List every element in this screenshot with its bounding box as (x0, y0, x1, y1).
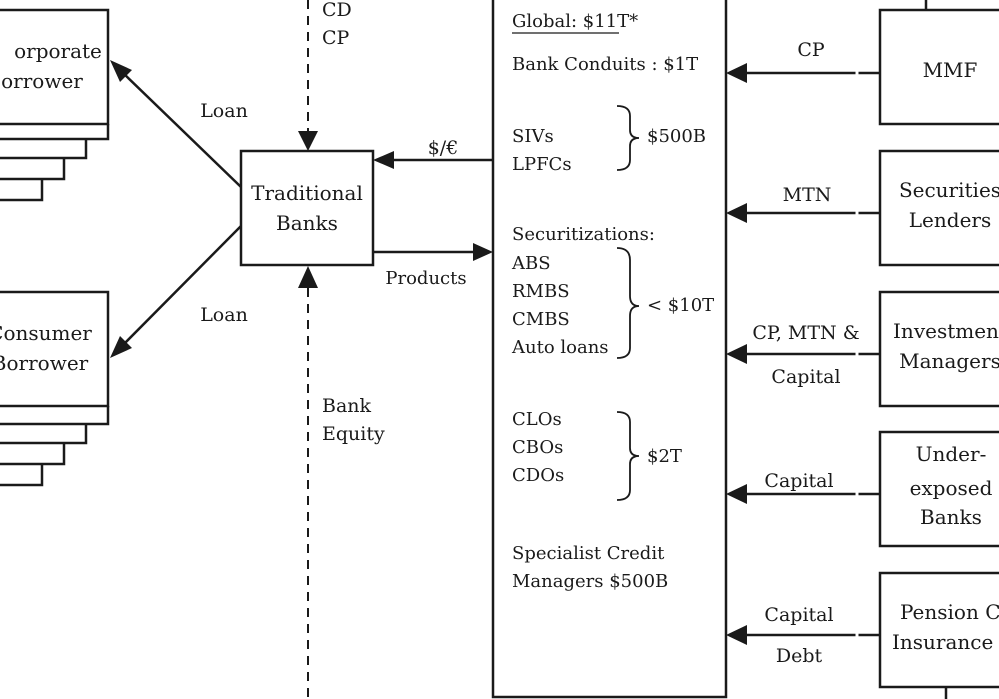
group2-item-1: ABS (511, 253, 551, 274)
investor-name-investment-managers-2: Managers (899, 349, 999, 373)
group1-item-1: SIVs (512, 126, 554, 147)
consumer-borrower-label-2: Borrower (0, 351, 89, 375)
investor-box-securities-lenders (878, 149, 999, 267)
specialist-label-2: Managers $500B (512, 571, 668, 592)
currency-arrowhead (373, 151, 394, 169)
corporate-borrower-box (0, 8, 110, 126)
investor-name-mmf: MMF (923, 58, 978, 82)
group3-item-3: CDOs (512, 465, 564, 486)
consumer-borrower-stack: Consumer Borrower (0, 290, 110, 487)
group2-item-4: Auto loans (511, 337, 609, 358)
loan-arrows: Loan Loan (110, 60, 248, 358)
traditional-banks-node: Traditional Banks (239, 149, 375, 267)
specialist-label-1: Specialist Credit (512, 543, 665, 564)
group3-item-2: CBOs (512, 437, 563, 458)
investor-box-pension-insurance (878, 571, 999, 689)
bank-equity-arrowhead (298, 266, 318, 288)
investor-name-securities-lenders-1: Securities (899, 178, 999, 202)
corporate-borrower-label-1: orporate (14, 39, 102, 63)
group2-brace (616, 247, 640, 359)
traditional-banks-label-1: Traditional (251, 181, 363, 205)
flow-arrowhead-securities-lenders (726, 203, 747, 223)
investor-pension-insurance: Pension Co Insurance C Capital Debt (726, 571, 999, 699)
investor-mmf: MMF CP (726, 0, 999, 126)
flow-label-pension-2: Debt (776, 645, 823, 667)
group3-total: $2T (647, 446, 682, 467)
flow-label-investment-managers-1: CP, MTN & (752, 322, 859, 344)
flow-label-underexposed-banks: Capital (764, 470, 833, 492)
investor-box-investment-managers (878, 290, 999, 408)
corporate-borrower-stack: orporate orrower (0, 8, 110, 202)
traditional-banks-box (239, 149, 375, 267)
flow-label-pension-1: Capital (764, 604, 833, 626)
securitizations-heading: Securitizations: (512, 224, 655, 245)
flow-arrowhead-pension-insurance (726, 625, 747, 645)
global-total: Global: $11T* (512, 11, 638, 32)
flow-arrowhead-mmf (726, 63, 747, 83)
loan-label-bottom: Loan (200, 304, 248, 326)
corporate-borrower-label-2: orrower (1, 69, 83, 93)
flow-label-investment-managers-2: Capital (771, 366, 840, 388)
investor-underexposed-banks: Under- exposed Banks Capital (726, 430, 999, 548)
cp-label-top: CP (322, 27, 350, 49)
investor-box-mmf (878, 8, 999, 126)
investor-name-underexposed-banks-2: exposed (910, 476, 993, 500)
shadow-banking-box-group: Global: $11T* Bank Conduits : $1T SIVs L… (491, 0, 728, 699)
group3-item-1: CLOs (512, 409, 562, 430)
cd-label: CD (322, 0, 352, 21)
loan-label-top: Loan (200, 100, 248, 122)
bank-shadow-flows: $/€ Products (373, 137, 493, 289)
flow-label-mmf: CP (797, 39, 825, 61)
products-label: Products (385, 268, 466, 289)
flow-label-securities-lenders: MTN (783, 184, 832, 206)
group1-total: $500B (647, 126, 706, 147)
funding-dashed-arrows: CD CP Bank Equity (298, 0, 385, 699)
group2-total: < $10T (647, 295, 714, 316)
shadow-banking-box (491, 0, 728, 699)
investor-securities-lenders: Securities Lenders MTN (726, 149, 999, 267)
loan-arrow-consumer (121, 225, 242, 347)
consumer-borrower-label-1: Consumer (0, 321, 92, 345)
group2-item-2: RMBS (512, 281, 570, 302)
investor-investment-managers: Investment Managers CP, MTN & Capital (726, 290, 999, 408)
investor-box-underexposed-banks (878, 430, 999, 548)
loan-arrowhead-consumer (110, 336, 132, 358)
loan-arrowhead-corporate (110, 60, 132, 82)
currency-label: $/€ (428, 137, 459, 159)
flow-arrowhead-underexposed-banks (726, 484, 747, 504)
bank-equity-label-2: Equity (322, 423, 385, 445)
group1-item-2: LPFCs (512, 154, 572, 175)
flow-arrowhead-investment-managers (726, 344, 747, 364)
group3-brace (616, 411, 640, 501)
investor-name-underexposed-banks-1: Under- (916, 442, 987, 466)
traditional-banks-label-2: Banks (276, 211, 338, 235)
group2-item-3: CMBS (512, 309, 570, 330)
group1-brace (616, 105, 640, 171)
investor-name-pension-2: Insurance C (892, 630, 999, 654)
bank-conduits: Bank Conduits : $1T (512, 54, 698, 75)
investor-name-securities-lenders-2: Lenders (909, 208, 991, 232)
bank-equity-label-1: Bank (322, 395, 372, 417)
consumer-borrower-box (0, 290, 110, 408)
investor-name-underexposed-banks-3: Banks (920, 505, 982, 529)
loan-arrow-corporate (121, 71, 242, 188)
cd-cp-arrowhead (298, 131, 318, 151)
products-arrowhead (473, 243, 493, 261)
investor-name-pension-1: Pension Co (900, 600, 999, 624)
investor-name-investment-managers-1: Investment (893, 319, 999, 343)
